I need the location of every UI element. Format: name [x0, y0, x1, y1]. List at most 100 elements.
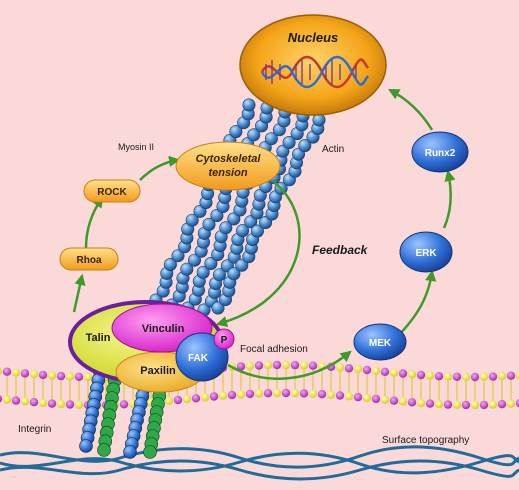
lipid-head	[290, 388, 300, 398]
lipid-head	[479, 372, 489, 382]
actin-bead	[204, 256, 218, 270]
lipid-head	[353, 392, 363, 402]
lipid-head	[416, 370, 426, 380]
focal-adhesion-complex: Talin Vinculin Paxilin FAK P	[68, 300, 235, 393]
lipid-head	[326, 390, 336, 399]
lipid-head	[227, 390, 237, 400]
lipid-head	[488, 372, 498, 381]
lipid-head	[308, 389, 318, 398]
lipid-head	[236, 390, 246, 399]
rock-label: ROCK	[97, 187, 127, 198]
lipid-head	[281, 388, 291, 398]
lipid-head	[515, 371, 519, 380]
lipid-head	[83, 372, 93, 382]
lipid-head	[371, 366, 381, 376]
nucleus: Nucleus	[239, 14, 387, 116]
lipid-head	[389, 396, 399, 405]
integrin-bead	[79, 439, 93, 453]
lipid-head	[20, 369, 30, 378]
actin-bead	[180, 262, 194, 276]
lipid-head	[29, 370, 39, 379]
talin-label: Talin	[86, 332, 111, 344]
actin-bead	[227, 212, 241, 226]
lipid-head	[263, 361, 273, 370]
lipid-head	[515, 399, 519, 408]
lipid-head	[407, 370, 417, 379]
lipid-head	[173, 395, 183, 405]
actin-bead	[244, 215, 258, 229]
actin-bead	[196, 265, 210, 279]
lipid-head	[236, 362, 246, 371]
lipid-head	[443, 400, 453, 409]
arrow-runx2	[442, 169, 456, 229]
integrin-bead	[123, 445, 137, 459]
lipid-head	[0, 395, 3, 403]
lipid-head	[371, 394, 381, 404]
actin-bead	[250, 224, 264, 238]
surface-topography-waves	[0, 445, 519, 481]
lipid-head	[245, 389, 255, 399]
actin-bead	[188, 253, 202, 267]
arrow-rock	[84, 196, 104, 249]
actin-bead	[282, 136, 296, 150]
lipid-head	[2, 367, 12, 376]
integrin-bead	[143, 445, 157, 459]
lipid-head	[506, 371, 516, 380]
surface-topography-label: Surface topography	[382, 435, 469, 446]
lipid-head	[434, 400, 444, 409]
actin-bead	[236, 224, 250, 238]
lipid-head	[191, 394, 201, 403]
mek-node: MEK	[353, 323, 407, 361]
lipid-head	[47, 399, 57, 408]
lipid-head	[497, 372, 507, 381]
lipid-head	[47, 371, 57, 380]
lipid-head	[425, 399, 435, 408]
lipid-head	[317, 390, 327, 399]
rhoa-label: Rhoa	[77, 255, 102, 266]
myosin-label: Myosin II	[118, 142, 154, 152]
lipid-head	[200, 393, 210, 402]
lipid-head	[389, 368, 399, 377]
lipid-head	[20, 397, 30, 406]
lipid-head	[56, 371, 66, 381]
lipid-head	[470, 372, 480, 382]
lipid-head	[335, 363, 345, 372]
actin-bead	[298, 139, 312, 153]
actin-bead	[229, 125, 243, 139]
lipid-head	[443, 372, 453, 381]
runx2-node: Runx2	[411, 131, 469, 173]
lipid-head	[461, 372, 471, 382]
lipid-head	[29, 398, 39, 407]
cell-membrane	[0, 360, 519, 410]
cytoskeletal-tension-node: Cytoskeletal tension	[175, 141, 281, 191]
lipid-head	[56, 399, 66, 409]
lipid-head	[218, 391, 228, 400]
lipid-head	[245, 361, 255, 371]
lipid-head	[398, 397, 408, 406]
actin-bead	[235, 258, 249, 272]
lipid-head	[425, 371, 435, 380]
runx2-label: Runx2	[425, 148, 456, 159]
tension-label: tension	[208, 167, 247, 179]
actin-bead	[247, 128, 261, 142]
lipid-head	[74, 372, 84, 381]
actin-bead	[227, 267, 241, 281]
cytoskeletal-label: Cytoskeletal	[196, 153, 262, 165]
lipid-head	[272, 388, 282, 398]
lipid-head	[434, 372, 444, 381]
lipid-head	[344, 364, 354, 373]
lipid-head	[299, 361, 309, 370]
lipid-head	[299, 389, 309, 398]
lipid-head	[416, 398, 426, 408]
rock-node: ROCK	[83, 179, 141, 203]
lipid-head	[335, 391, 345, 400]
lipid-head	[0, 367, 3, 375]
actin-bead	[171, 249, 185, 263]
lipid-head	[2, 395, 12, 404]
lipid-head	[407, 398, 417, 407]
arrow-rhoa	[72, 273, 86, 313]
lipid-head	[488, 400, 498, 409]
fak-label: FAK	[188, 353, 209, 364]
lipid-head	[74, 400, 84, 409]
